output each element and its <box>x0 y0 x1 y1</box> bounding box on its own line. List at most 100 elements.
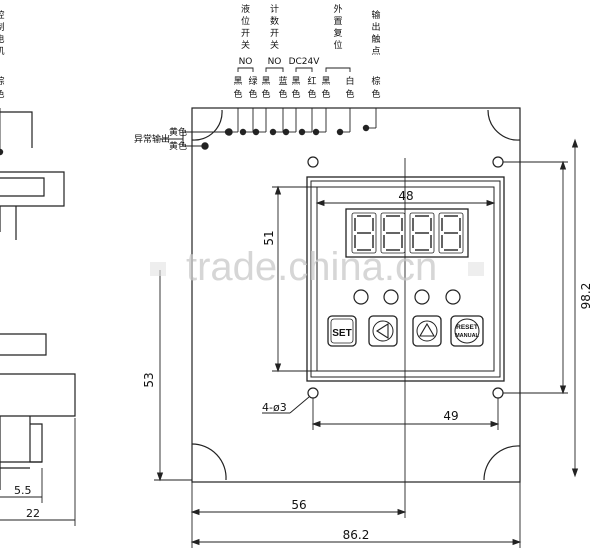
dim-5-5: 5.5 <box>14 484 32 497</box>
left-arrow-icon <box>375 322 389 340</box>
svg-text:出: 出 <box>371 21 380 33</box>
side-view-dimensions <box>0 418 76 526</box>
wire-color-2: 绿色 <box>248 75 257 100</box>
wire-color-7: 黑色 <box>321 76 330 100</box>
svg-text:机: 机 <box>0 45 5 57</box>
led-2 <box>383 289 399 305</box>
svg-text:色: 色 <box>307 88 316 100</box>
led-indicators <box>353 289 461 305</box>
wire-color-9: 棕色 <box>371 75 380 100</box>
watermark-mark-right <box>468 262 484 276</box>
front-plate <box>191 107 521 483</box>
svg-text:位: 位 <box>333 39 342 51</box>
svg-text:绿: 绿 <box>248 75 257 87</box>
digit-1 <box>351 212 377 254</box>
dim-holes: 4-ø3 <box>262 401 287 414</box>
wire-color-4: 蓝色 <box>278 75 287 100</box>
dim-53: 53 <box>142 372 156 387</box>
svg-text:色: 色 <box>371 88 380 100</box>
svg-text:控: 控 <box>0 9 5 21</box>
dim-98-2: 98.2 <box>579 283 593 310</box>
wiring-terminals: 液位开关NO黑色绿色计数开关NO黑色蓝色DC24V黑色红色外置复位黑色白色输出触… <box>0 3 381 156</box>
svg-text:计: 计 <box>270 3 279 15</box>
alarm-color-2: 黄色 <box>169 140 187 152</box>
svg-text:红: 红 <box>307 75 316 87</box>
svg-text:蓝: 蓝 <box>278 75 287 87</box>
wire-color-8: 白色 <box>345 75 354 100</box>
display-window <box>345 208 469 258</box>
wire-sub-3: DC24V <box>289 57 321 67</box>
svg-text:点: 点 <box>371 46 380 57</box>
up-arrow-icon <box>419 322 435 337</box>
hole-bottom-right <box>492 387 504 399</box>
digit-3 <box>409 212 435 254</box>
front-dimension-lines <box>154 138 579 548</box>
hole-top-left <box>307 156 319 168</box>
svg-text:色: 色 <box>248 88 257 100</box>
alarm-label: 异常输出 <box>134 133 170 145</box>
dim-56: 56 <box>291 498 306 512</box>
wire-color-10: 棕色 <box>0 75 5 100</box>
svg-text:关: 关 <box>270 39 279 51</box>
alarm-output <box>160 128 233 150</box>
svg-text:输: 输 <box>371 9 380 21</box>
svg-text:色: 色 <box>345 88 354 100</box>
wire-sub-2: NO <box>268 57 282 67</box>
watermark-mark-left <box>150 262 166 276</box>
watermark: trade.china.cn <box>186 245 437 289</box>
digit-4 <box>438 212 464 254</box>
svg-text:色: 色 <box>321 88 330 100</box>
svg-text:外: 外 <box>333 3 342 15</box>
svg-text:色: 色 <box>0 88 5 100</box>
dim-48: 48 <box>398 189 413 203</box>
svg-text:黑: 黑 <box>233 76 242 87</box>
led-3 <box>414 289 430 305</box>
wire-color-1: 黑色 <box>233 76 242 100</box>
left-arrow-button[interactable] <box>368 315 398 347</box>
wire-color-3: 黑色 <box>261 76 270 100</box>
wire-color-6: 红色 <box>307 75 316 100</box>
svg-text:液: 液 <box>241 3 250 15</box>
wire-color-5: 黑色 <box>291 76 300 100</box>
reset-manual-button[interactable]: RESET MANUAL <box>450 315 484 347</box>
terminal-10 <box>0 148 4 156</box>
side-view <box>0 111 76 490</box>
mounting-holes <box>307 156 504 399</box>
svg-text:数: 数 <box>270 15 279 27</box>
svg-text:色: 色 <box>291 88 300 100</box>
dim-86-2: 86.2 <box>343 528 370 542</box>
wire-sub-1: NO <box>239 57 253 67</box>
svg-text:黑: 黑 <box>321 76 330 87</box>
reset-label: RESET <box>456 324 478 331</box>
svg-text:色: 色 <box>233 88 242 100</box>
svg-text:制: 制 <box>0 21 5 33</box>
svg-text:色: 色 <box>261 88 270 100</box>
svg-text:棕: 棕 <box>371 75 380 87</box>
svg-text:黑: 黑 <box>261 76 270 87</box>
svg-text:关: 关 <box>241 39 250 51</box>
digit-2 <box>380 212 406 254</box>
led-1 <box>353 289 369 305</box>
alarm-color-1: 黄色 <box>169 126 187 138</box>
hole-bottom-left <box>307 387 319 399</box>
svg-text:白: 白 <box>345 75 354 87</box>
manual-label: MANUAL <box>455 333 479 339</box>
svg-text:电: 电 <box>0 33 5 45</box>
led-4 <box>445 289 461 305</box>
seven-segment-digits <box>351 212 464 254</box>
svg-text:复: 复 <box>333 27 342 39</box>
controller-body <box>306 176 505 382</box>
dim-49: 49 <box>443 409 458 423</box>
wire-group-label-6: 控制电机 <box>0 9 5 57</box>
up-arrow-button[interactable] <box>412 315 442 347</box>
set-button[interactable]: SET <box>327 315 357 347</box>
svg-text:触: 触 <box>371 33 380 45</box>
svg-text:位: 位 <box>241 15 250 27</box>
svg-text:棕: 棕 <box>0 75 5 87</box>
dim-22: 22 <box>26 507 40 520</box>
svg-text:黑: 黑 <box>291 76 300 87</box>
